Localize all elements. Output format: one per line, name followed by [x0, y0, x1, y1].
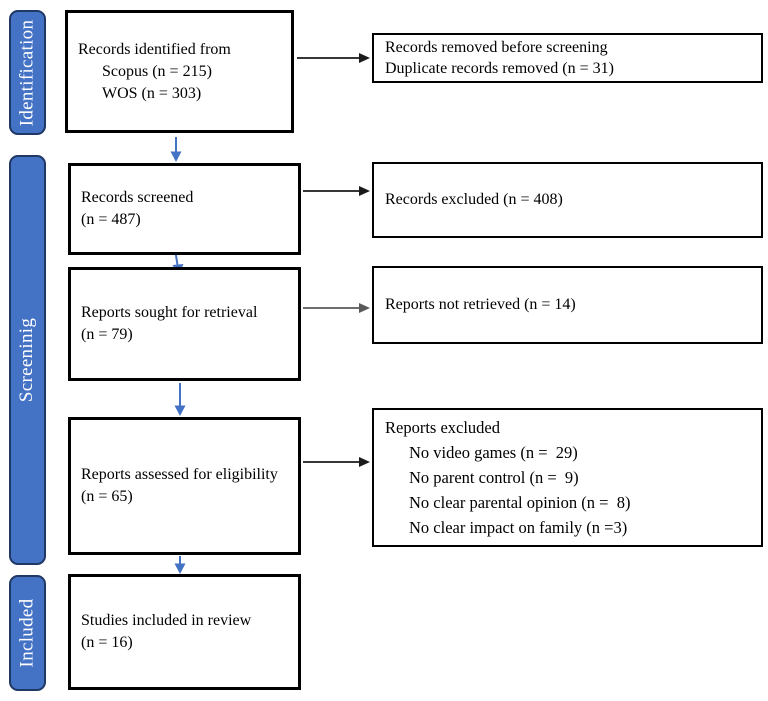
box-text-line: Reports not retrieved (n = 14)	[385, 296, 576, 313]
box-text-line: (n = 65)	[81, 488, 133, 505]
stage-bar-identification: Identification	[9, 10, 46, 135]
box-text-line: Reports sought for retrieval	[81, 304, 258, 321]
box-text-line: Records screened	[81, 189, 194, 206]
arrow-identified-to-removed-icon	[297, 53, 370, 63]
arrow-sought-to-not-retrieved-icon	[303, 303, 370, 313]
box-text-line: Reports assessed for eligibility	[81, 466, 278, 483]
stage-label-identification: Identification	[16, 19, 38, 126]
exclusion-reason-item: No clear impact on family (n =3)	[409, 518, 628, 537]
box-text-line: Scopus (n = 215)	[102, 62, 212, 80]
box-text-line: Reports excluded	[385, 418, 501, 437]
arrow-screened-to-excluded-icon	[303, 186, 370, 196]
box-text-line: Records removed before screening	[385, 39, 608, 56]
box-text-line: (n = 79)	[81, 326, 133, 343]
box-reports-not-retrieved: Reports not retrieved (n = 14)	[372, 266, 763, 344]
box-reports-excluded: Reports excluded No video games (n = 29)…	[372, 408, 763, 547]
box-reports-assessed: Reports assessed for eligibility (n = 65…	[68, 417, 301, 555]
exclusion-reason-item: No clear parental opinion (n = 8)	[409, 493, 631, 512]
exclusion-reason-item: No video games (n = 29)	[409, 443, 578, 462]
box-reports-sought: Reports sought for retrieval (n = 79)	[68, 267, 301, 381]
stage-bar-screening: Screeninig	[9, 155, 46, 565]
arrow-assessed-to-reports-excluded-icon	[303, 457, 370, 467]
box-text-line: WOS (n = 303)	[102, 84, 202, 102]
box-records-excluded: Records excluded (n = 408)	[372, 162, 763, 238]
box-text-line: (n = 16)	[81, 634, 133, 651]
stage-bar-included: Included	[9, 575, 46, 691]
exclusion-reason-item: No parent control (n = 9)	[409, 468, 579, 487]
box-text-line: Studies included in review	[81, 612, 252, 629]
box-text-line: (n = 487)	[81, 211, 141, 228]
box-text-line: Duplicate records removed (n = 31)	[385, 60, 614, 77]
arrow-identified-to-screened-icon	[170, 137, 182, 162]
box-text-line: Records identified from	[78, 40, 231, 58]
stage-label-screening: Screeninig	[16, 317, 38, 403]
box-records-removed: Records removed before screening Duplica…	[372, 33, 763, 83]
box-records-screened: Records screened (n = 487)	[68, 163, 301, 255]
arrow-assessed-to-included-icon	[174, 556, 186, 574]
stage-label-included: Included	[16, 598, 38, 668]
box-records-identified: Records identified from Scopus (n = 215)…	[65, 10, 294, 133]
box-studies-included: Studies included in review (n = 16)	[68, 574, 301, 690]
arrow-sought-to-assessed-icon	[174, 383, 186, 416]
box-text-line: Records excluded (n = 408)	[385, 191, 563, 208]
